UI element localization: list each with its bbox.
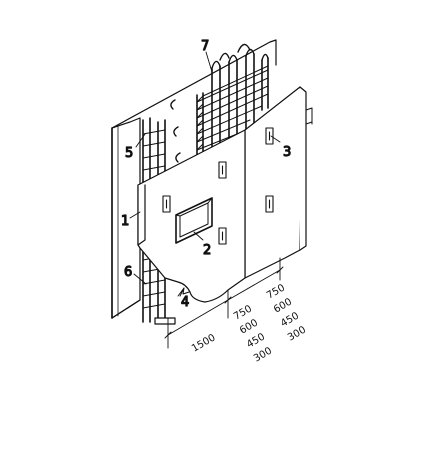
dim-b-300: 300: [286, 325, 308, 344]
window-opening: [175, 197, 213, 244]
callout-6: 6: [124, 265, 132, 280]
tie-plates-right: [265, 127, 274, 213]
callout-labels: 7 5 3 1 2 6 4: [120, 38, 291, 310]
callout-4: 4: [181, 295, 189, 310]
callout-5: 5: [125, 146, 133, 161]
callout-1: 1: [121, 214, 129, 229]
callout-leaders: [129, 51, 281, 297]
tie-plates-left: [162, 161, 227, 245]
callout-3: 3: [283, 145, 291, 160]
callout-2: 2: [203, 243, 211, 258]
callout-7: 7: [201, 39, 209, 54]
dim-1500: 1500: [190, 332, 218, 354]
front-panel-right: [244, 86, 313, 279]
dim-a-300: 300: [252, 346, 274, 365]
rebar-cage: [196, 43, 269, 161]
dimension-lines: [164, 257, 284, 349]
